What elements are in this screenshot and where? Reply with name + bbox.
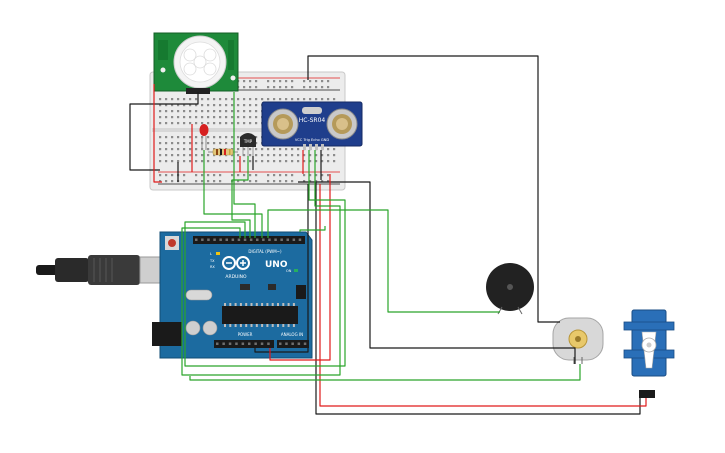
wire-black-servo-gnd [315, 182, 641, 415]
wire-black-left-loop [129, 103, 160, 171]
resistor [208, 148, 238, 156]
pir-sensor [153, 32, 239, 94]
microcontroller-pins [224, 303, 295, 327]
analog-header-label: ANALOG IN [281, 332, 303, 337]
wire-red-pir-vcc [153, 84, 162, 183]
ultrasonic-pin-labels: VCC Trig Echo GND [295, 138, 330, 142]
wire-red-5v [269, 174, 331, 361]
l-led-label: L [210, 252, 212, 256]
wire-black-arduino-gnd [254, 184, 309, 353]
wire-green-echo [181, 150, 341, 376]
arduino-uno: DIGITAL (PWM~) POWER ANALOG IN UNO ARDUI… [36, 231, 313, 359]
wire-green-buzzer [267, 209, 500, 313]
tx-label: TX [209, 259, 215, 263]
wire-green-pir-out [233, 92, 256, 238]
wire-black-ground-bus [298, 181, 576, 364]
wire-black-top [307, 55, 560, 323]
wire-green-tmp-out [231, 156, 251, 238]
wire-black-pir-gnd [160, 92, 199, 105]
temperature-sensor: TMP [240, 133, 256, 156]
wire-green-motor [189, 364, 581, 381]
ultrasonic-model-label: HC-SR04 [299, 117, 326, 124]
wire-red-servo-vcc [319, 184, 647, 407]
power-header-label: POWER [238, 332, 253, 337]
servo-motor [623, 309, 675, 398]
wires [129, 55, 647, 415]
wire-green-servo-sig [299, 226, 326, 232]
red-led [199, 124, 209, 150]
usb-cable [36, 255, 171, 285]
dc-motor [552, 317, 604, 364]
on-led-label: ON [286, 269, 292, 273]
ultrasonic-sensor: HC-SR04 VCC Trig Echo GND [261, 101, 363, 150]
rx-label: RX [210, 265, 215, 269]
power-analog-header-pins [216, 342, 307, 345]
digital-header-pins [195, 238, 302, 241]
arduino-brand-label: ARDUINO [225, 274, 247, 280]
digital-header-label: DIGITAL (PWM~) [248, 249, 282, 254]
uno-label: UNO [265, 260, 288, 270]
tmp-label: TMP [243, 139, 253, 144]
wire-green-led [203, 150, 263, 238]
arduino-logo-icon [222, 256, 250, 270]
piezo-buzzer [486, 263, 534, 315]
